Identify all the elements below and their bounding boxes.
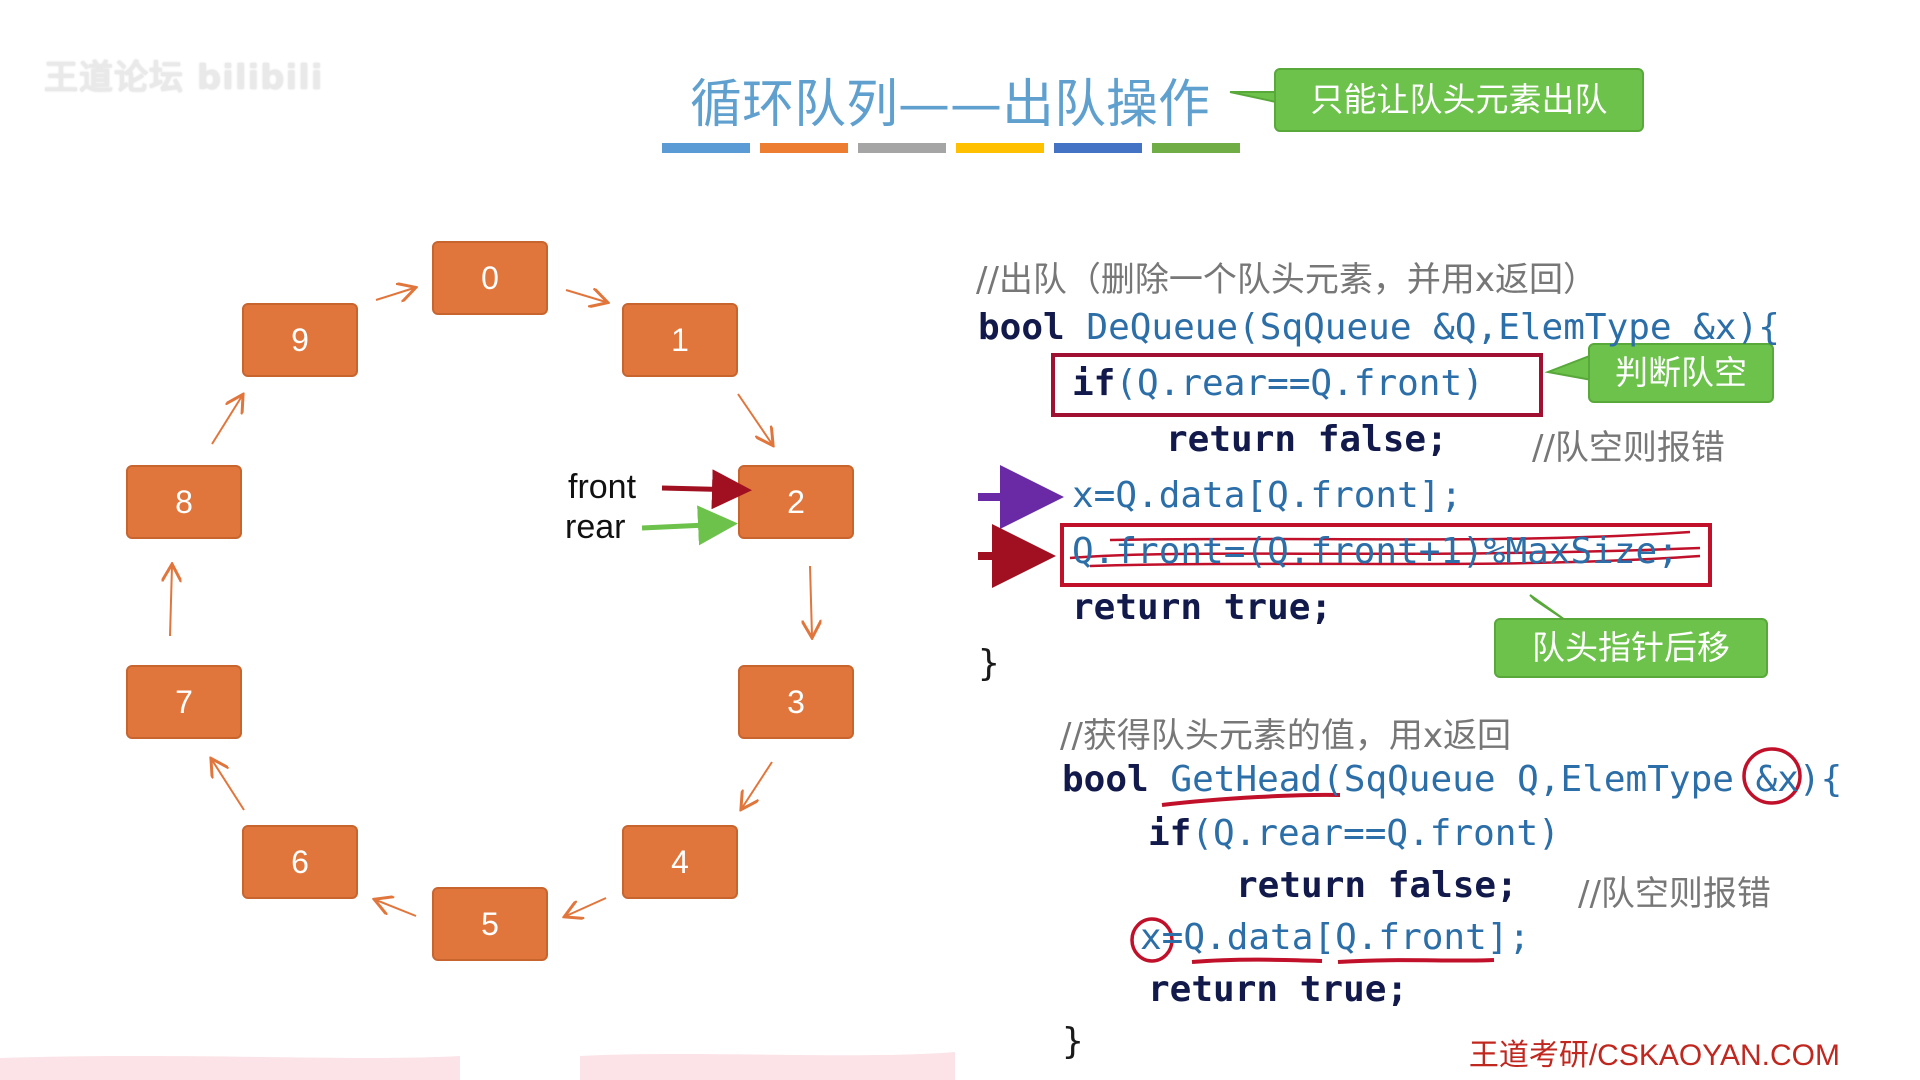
ring-arrow-1 — [737, 393, 772, 444]
keyword-bool: bool — [1062, 759, 1149, 800]
data-underline — [1191, 957, 1323, 964]
queue-slot-0: 0 — [432, 241, 548, 315]
rear-label: rear — [565, 508, 626, 546]
front-arrow — [661, 469, 752, 510]
title-bar-segment — [858, 143, 946, 153]
gethead-return-true: return true; — [1148, 969, 1409, 1010]
keyword-if: if — [1148, 813, 1192, 854]
signature-params: (SqQueue Q,ElemType &x){ — [1322, 759, 1843, 800]
queue-slot-1: 1 — [622, 303, 738, 377]
front-label: front — [568, 468, 637, 506]
ring-arrow-9 — [375, 288, 414, 300]
gethead-signature: bool GetHead(SqQueue Q,ElemType &x){ — [1062, 762, 1842, 798]
slide-title: 循环队列——出队操作 — [690, 75, 1211, 135]
signature-params: (SqQueue &Q,ElemType &x){ — [1238, 307, 1780, 348]
dequeue-if: if(Q.rear==Q.front) — [1072, 366, 1484, 402]
queue-slot-4: 4 — [622, 825, 738, 899]
gethead-if: if(Q.rear==Q.front) — [1148, 816, 1560, 852]
if-highlight-box — [1051, 353, 1543, 417]
title-bar-segment — [1152, 143, 1240, 153]
keyword-if: if — [1072, 363, 1116, 404]
ring-arrow-5 — [376, 900, 417, 917]
front-underline — [1337, 958, 1495, 964]
callout-check-empty: 判断队空 — [1588, 343, 1774, 403]
queue-slot-7: 7 — [126, 665, 242, 739]
callout-move-head: 队头指针后移 — [1494, 618, 1768, 678]
x-circle — [1130, 917, 1174, 963]
strike-scribble — [1069, 530, 1701, 568]
gethead-underline — [1161, 792, 1341, 807]
function-name: DeQueue — [1086, 307, 1239, 348]
ring-arrow-4 — [566, 897, 607, 916]
title-bar-segment — [956, 143, 1044, 153]
callout-only-head-dequeue: 只能让队头元素出队 — [1274, 68, 1644, 132]
queue-slot-6: 6 — [242, 825, 358, 899]
ring-arrow-6 — [212, 760, 245, 811]
queue-slot-8: 8 — [126, 465, 242, 539]
ring-arrow-7 — [170, 566, 172, 637]
if-condition: (Q.rear==Q.front) — [1115, 363, 1484, 404]
keyword-bool: bool — [978, 307, 1065, 348]
dequeue-close-brace: } — [978, 643, 1000, 684]
gethead-comment-empty: //队空则报错 — [1578, 874, 1771, 914]
footer-brand: 王道考研/CSKAOYAN.COM — [1468, 1039, 1840, 1072]
queue-slot-2: 2 — [738, 465, 854, 539]
callout-pointer-empty — [1544, 353, 1593, 382]
ref-x-circle — [1742, 747, 1802, 805]
watermark: 王道论坛 bilibili — [44, 58, 324, 98]
dequeue-return-true: return true; — [1072, 587, 1333, 628]
title-bar-segment — [760, 143, 848, 153]
queue-slot-9: 9 — [242, 303, 358, 377]
gethead-close-brace: } — [1062, 1021, 1084, 1062]
queue-slot-5: 5 — [432, 887, 548, 961]
callout-pointer-move — [1529, 594, 1566, 621]
title-bar-segment — [1054, 143, 1142, 153]
ring-arrow-8 — [211, 396, 242, 445]
dequeue-return-false: return false; — [1166, 419, 1448, 460]
gethead-return-false: return false; — [1236, 865, 1518, 906]
rear-arrow — [641, 505, 738, 546]
if-condition: (Q.rear==Q.front) — [1191, 813, 1560, 854]
dequeue-move-front: Q.front=(Q.front+1)%MaxSize; — [1072, 531, 1679, 572]
ring-arrow-0 — [565, 290, 606, 302]
move-front-highlight-box — [1060, 523, 1712, 587]
dequeue-assign-x: x=Q.data[Q.front]; — [1072, 475, 1463, 516]
function-name: GetHead — [1170, 759, 1323, 800]
gethead-assign-x: x=Q.data[Q.front]; — [1140, 917, 1531, 958]
queue-slot-3: 3 — [738, 665, 854, 739]
dequeue-comment-empty: //队空则报错 — [1532, 428, 1725, 468]
dequeue-signature: bool DeQueue(SqQueue &Q,ElemType &x){ — [978, 310, 1780, 346]
gethead-comment: //获得队头元素的值，用x返回 — [1060, 716, 1512, 756]
title-bar-segment — [662, 143, 750, 153]
ring-arrow-3 — [742, 761, 773, 808]
ring-arrow-2 — [810, 565, 812, 636]
dequeue-comment: //出队（删除一个队头元素，并用x返回） — [976, 260, 1598, 300]
